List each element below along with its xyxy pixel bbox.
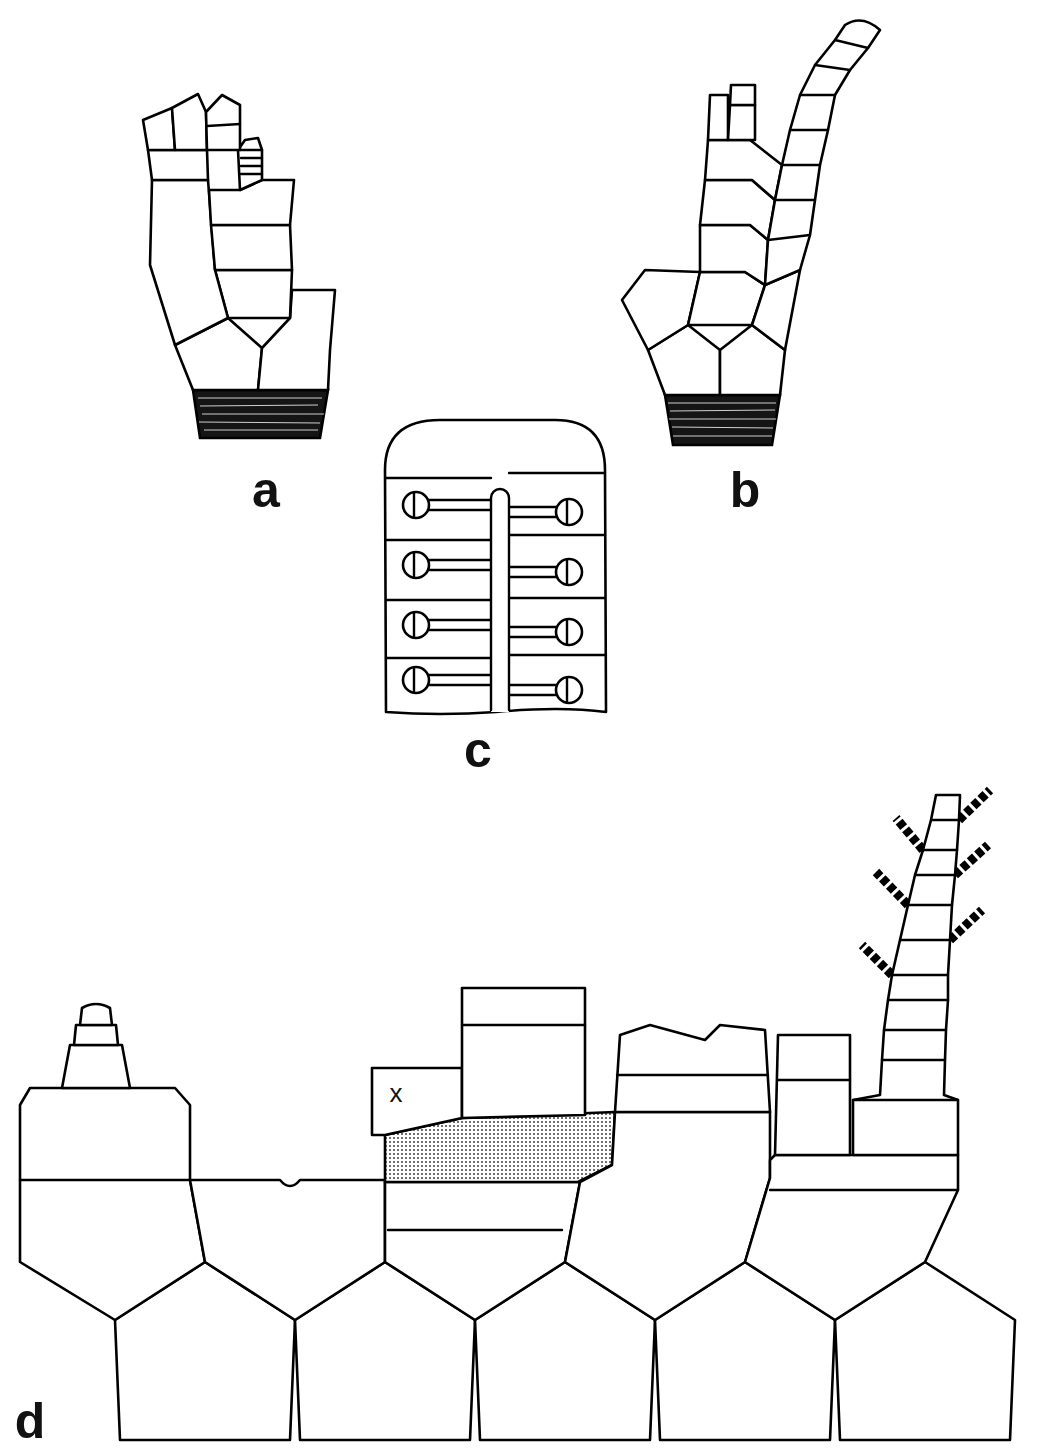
figure-letter: c [464, 722, 492, 778]
figure-letter: a [252, 462, 280, 518]
figure-letter-holder: b [730, 465, 761, 515]
arm-figure-c [385, 420, 606, 714]
stem-hatching [193, 390, 328, 438]
stem-hatching [665, 395, 780, 445]
cup-figure-d [20, 790, 1015, 1440]
figure-letter: d [15, 1393, 46, 1449]
plate-mark: x [390, 1078, 403, 1108]
figure-letter-holder: a [252, 465, 280, 515]
figure-letter-holder: d [15, 1396, 46, 1446]
cup-figure-b [622, 21, 880, 445]
figure-letter: b [730, 462, 761, 518]
figure-letter-holder: c [464, 725, 492, 775]
cup-figure-a [143, 94, 335, 438]
plate-mark-holder: x [390, 1080, 403, 1106]
